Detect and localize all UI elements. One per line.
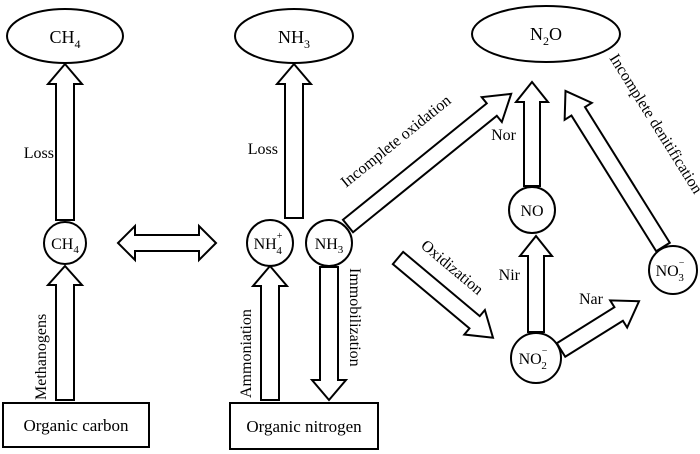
oxidization-arrow	[391, 250, 495, 339]
n2o-emission-label: N2O	[530, 24, 562, 48]
nir-label: Nir	[499, 267, 521, 284]
nh3-emission-label: NH3	[278, 27, 310, 51]
nor-arrow	[513, 80, 551, 187]
ammoniation-label: Ammoniation	[238, 309, 255, 398]
ch4-loss-arrow	[45, 62, 85, 221]
nh3-pool-label: NH3	[315, 236, 344, 256]
incomplete-denitrification-arrow	[563, 89, 672, 253]
ch4-pool-circle	[43, 221, 87, 265]
methanogens-label: Methanogens	[33, 314, 50, 400]
incomplete-oxidation-arrow	[341, 92, 513, 234]
no3-pool-circle	[648, 245, 698, 295]
organic-carbon-box	[2, 402, 150, 448]
ch4-emission-label: CH4	[49, 27, 80, 51]
nh3-loss-label: Loss	[248, 141, 278, 158]
immobilization-label: Immobilization	[346, 268, 363, 367]
n2o-emission-oval	[471, 5, 621, 63]
nar-label: Nar	[579, 291, 604, 308]
organic-nitrogen-box	[229, 402, 379, 450]
nh4-pool-label: NH+4	[254, 231, 283, 257]
ch4-pool-label: CH4	[51, 236, 79, 256]
ch4-loss-label: Loss	[24, 145, 54, 162]
organic-carbon-label: Organic carbon	[24, 416, 129, 435]
methanogens-arrow	[45, 264, 85, 401]
no2-pool-label: NO−2	[519, 346, 548, 372]
no3-pool-label: NO−3	[656, 258, 685, 284]
immobilization-arrow	[309, 266, 349, 402]
exchange-double-arrow	[116, 223, 218, 263]
no-pool-label: NO	[520, 203, 543, 220]
nor-label: Nor	[491, 127, 517, 144]
nir-arrow	[517, 234, 555, 333]
organic-nitrogen-label: Organic nitrogen	[246, 417, 362, 436]
nh3-loss-arrow	[274, 62, 314, 219]
ammoniation-arrow	[250, 264, 290, 401]
nar-arrow	[555, 299, 641, 359]
